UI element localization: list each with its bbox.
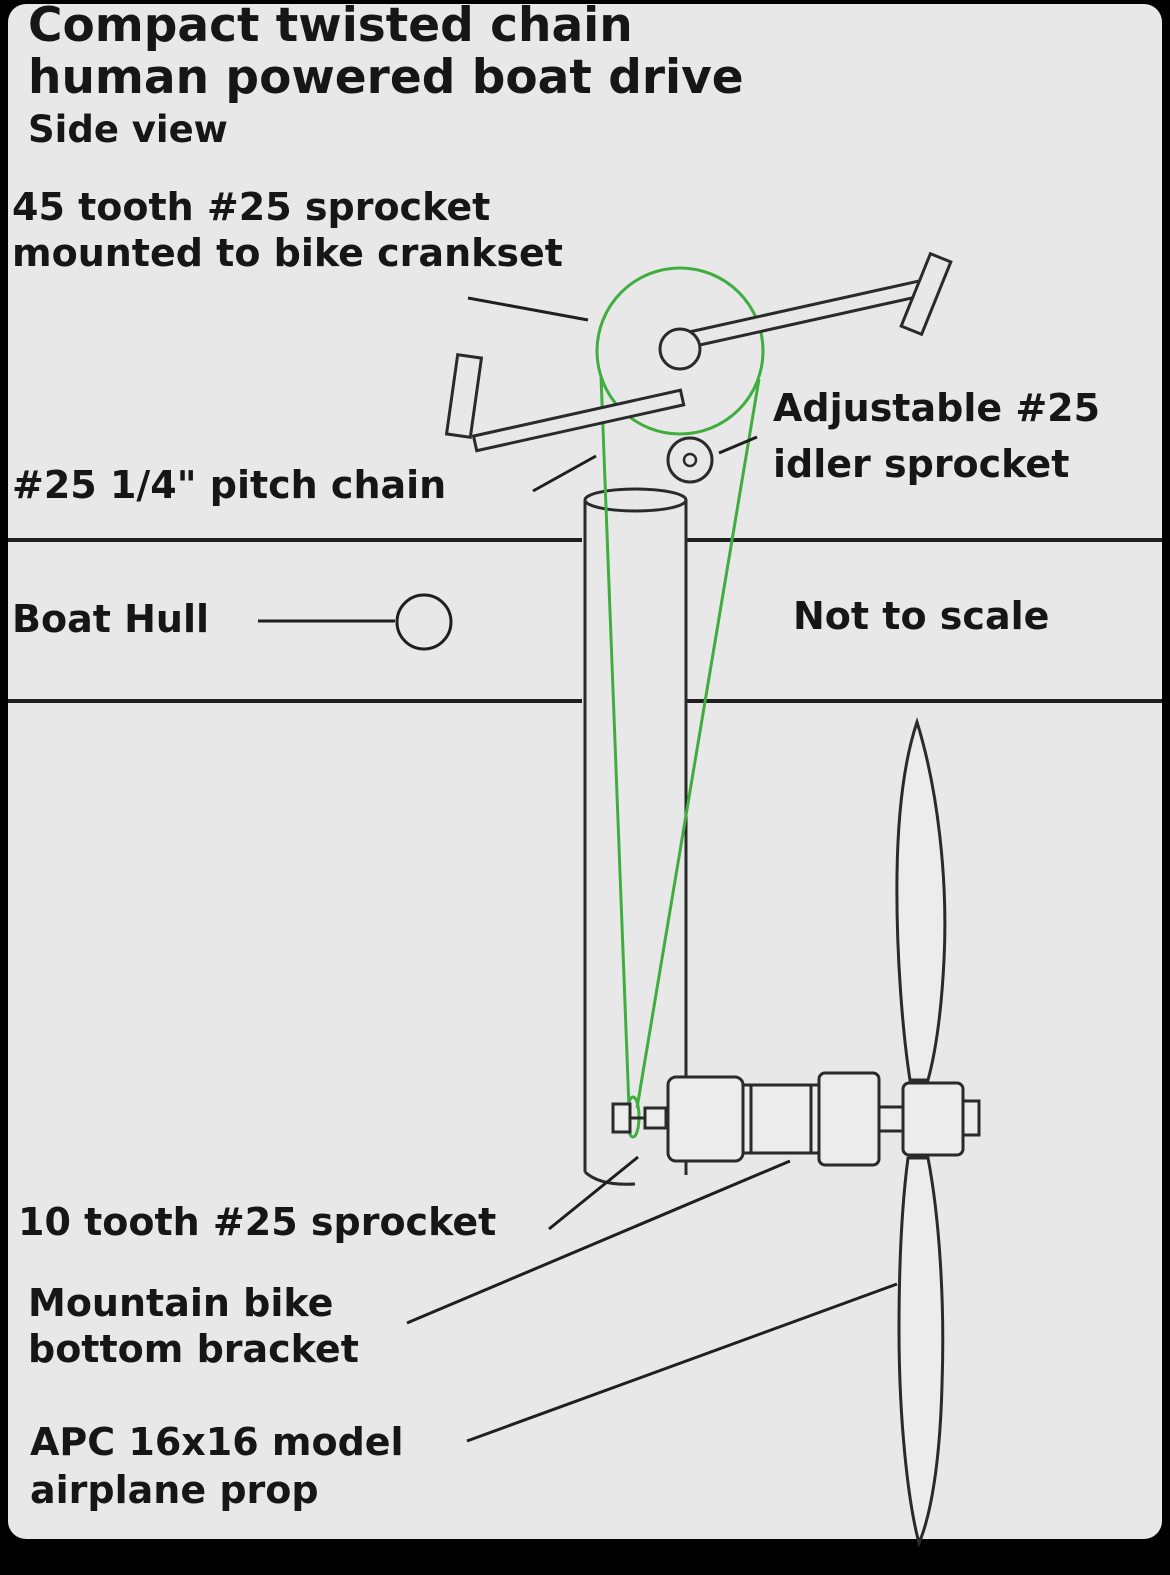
label-idler-sprocket: Adjustable #25 idler sprocket	[773, 380, 1100, 492]
leader-bottom-sprocket	[548, 1155, 639, 1231]
bracket-shell	[741, 1083, 821, 1155]
idler-sprocket	[666, 436, 714, 484]
propeller-blade-lower	[897, 1156, 945, 1548]
crankset-sprocket-45t	[595, 266, 765, 436]
propeller	[895, 717, 947, 1548]
bracket-cup-left	[666, 1075, 745, 1163]
page-title: Compact twisted chain human powered boat…	[28, 0, 744, 104]
label-bottom-sprocket: 10 tooth #25 sprocket	[18, 1200, 497, 1244]
prop-hub	[901, 1081, 965, 1157]
label-crank-sprocket-line1: 45 tooth #25 sprocket	[12, 185, 491, 229]
pedal-right	[899, 251, 953, 337]
label-idler-line2: idler sprocket	[773, 442, 1070, 486]
hull-indicator-circle	[395, 593, 453, 651]
label-prop: APC 16x16 model airplane prop	[30, 1418, 404, 1514]
label-prop-line1: APC 16x16 model	[30, 1420, 404, 1464]
leader-chain	[532, 454, 597, 493]
view-subtitle: Side view	[28, 108, 228, 151]
page-title-line1: Compact twisted chain	[28, 0, 633, 53]
chain-run-right	[635, 378, 761, 1109]
label-crank-sprocket: 45 tooth #25 sprocket mounted to bike cr…	[12, 184, 563, 276]
bottom-bracket-assembly	[611, 1071, 981, 1167]
crank-hub	[658, 327, 702, 371]
crank-arm-left	[471, 388, 686, 453]
leader-crank-sprocket	[467, 296, 589, 322]
prop-hub-nut	[961, 1099, 981, 1137]
left-nut	[611, 1102, 632, 1134]
label-bottom-bracket: Mountain bike bottom bracket	[28, 1280, 359, 1372]
label-chain: #25 1/4" pitch chain	[12, 463, 447, 507]
propeller-blade-upper	[895, 717, 947, 1082]
label-boat-hull: Boat Hull	[12, 597, 210, 641]
label-bottom-bracket-line2: bottom bracket	[28, 1327, 359, 1371]
leader-lines	[258, 296, 898, 1443]
page-title-line2: human powered boat drive	[28, 50, 744, 105]
leader-prop	[466, 1282, 898, 1443]
pedal-left	[444, 353, 484, 439]
leader-idler	[718, 435, 758, 455]
left-spacer	[643, 1106, 668, 1130]
label-crank-sprocket-line2: mounted to bike crankset	[12, 231, 563, 275]
boat-hull-lines	[8, 538, 1162, 703]
label-idler-line1: Adjustable #25	[773, 386, 1101, 430]
label-prop-line2: airplane prop	[30, 1468, 319, 1512]
chain-run-left	[599, 375, 631, 1109]
leader-bottom-bracket	[406, 1159, 791, 1325]
crank-arm-right	[686, 276, 936, 349]
prop-shaft	[877, 1105, 905, 1133]
crank-arms	[444, 251, 953, 453]
bracket-cup-right	[817, 1071, 881, 1167]
not-to-scale-note: Not to scale	[793, 594, 1050, 638]
label-bottom-bracket-line1: Mountain bike	[28, 1281, 334, 1325]
